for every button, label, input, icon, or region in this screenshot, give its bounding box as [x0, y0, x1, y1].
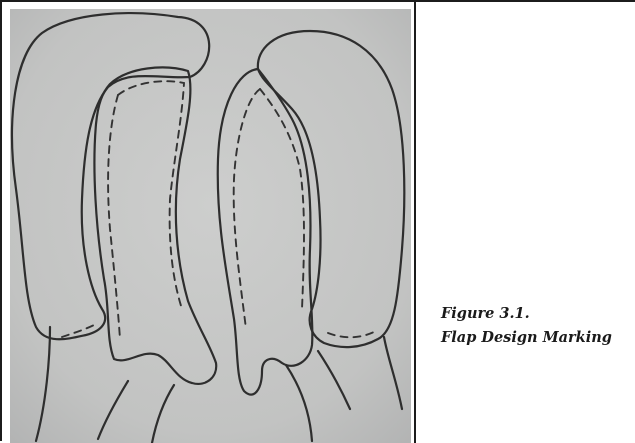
column-divider	[414, 2, 416, 443]
flap-sketch-photo	[10, 9, 411, 443]
figure-title: Flap Design Marking	[441, 326, 631, 350]
figure-number: Figure 3.1.	[441, 302, 631, 326]
figure-caption: Figure 3.1. Flap Design Marking	[441, 302, 631, 350]
